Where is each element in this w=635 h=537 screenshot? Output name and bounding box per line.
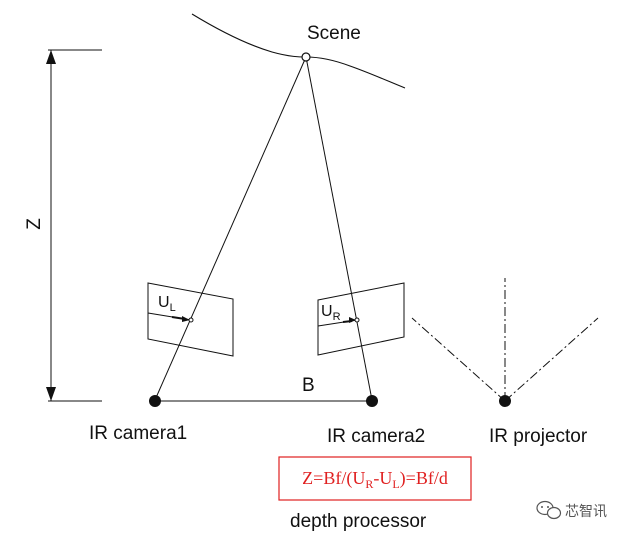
- z-axis-label: Z: [24, 218, 45, 230]
- formula-suffix: )=Bf/d: [400, 468, 448, 489]
- u-right-sub: R: [333, 311, 341, 323]
- u-right-label: UR: [321, 303, 341, 323]
- scene-label: Scene: [307, 23, 361, 44]
- u-left-label: UL: [158, 294, 176, 314]
- left-u-arrowhead: [182, 316, 190, 322]
- z-arrow-top: [46, 50, 56, 64]
- camera-left-dot: [149, 395, 161, 407]
- formula-box: [278, 456, 472, 501]
- u-right-base: U: [321, 303, 333, 320]
- scene-surface-curve: [191, 13, 406, 89]
- u-left-base: U: [158, 294, 170, 311]
- scene-point: [301, 52, 311, 62]
- u-left-sub: L: [170, 302, 176, 314]
- projector-beam-left: [411, 317, 506, 402]
- formula-sub-r: R: [365, 477, 373, 491]
- formula-sub-l: L: [392, 477, 399, 491]
- wechat-icon: [536, 500, 562, 520]
- camera-right-dot: [366, 395, 378, 407]
- depth-processor-label: depth processor: [290, 511, 427, 532]
- ray-right-camera: [305, 56, 373, 401]
- projector-beam-right: [504, 317, 599, 402]
- ray-left-camera: [154, 56, 307, 401]
- watermark-text: 芯智讯: [565, 504, 607, 520]
- formula-middle: -U: [373, 468, 392, 488]
- projector-dot: [499, 395, 511, 407]
- right-image-plane: [317, 282, 405, 356]
- left-image-plane: [147, 282, 234, 357]
- projector-label: IR projector: [489, 426, 588, 447]
- formula-prefix: Z=Bf/(U: [302, 468, 365, 489]
- depth-formula: Z=Bf/(UR-UL)=Bf/d: [302, 468, 448, 491]
- camera-left-label: IR camera1: [89, 423, 187, 444]
- camera-right-label: IR camera2: [327, 426, 425, 447]
- right-u-arrowhead: [349, 317, 356, 323]
- baseline-label: B: [302, 375, 315, 396]
- z-arrow-bottom: [46, 387, 56, 401]
- right-projection-point: [354, 317, 360, 323]
- left-projection-point: [188, 317, 194, 323]
